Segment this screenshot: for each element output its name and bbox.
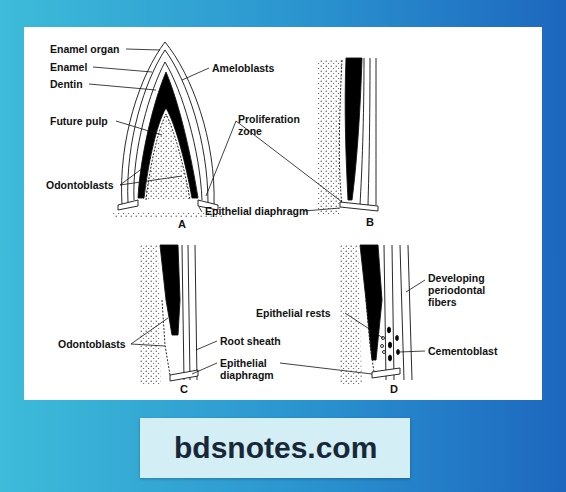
part-label: Odontoblasts [46, 179, 114, 191]
part-label: Dentin [50, 78, 83, 90]
part-label: Epithelial diaphragm [220, 357, 284, 381]
figure-c [140, 245, 198, 385]
figure-a [112, 42, 222, 218]
part-label: Developing periodontal fibers [428, 272, 510, 308]
part-label: Epithelial diaphragm [205, 205, 308, 217]
part-label: Enamel organ [50, 43, 119, 55]
watermark-text: bdsnotes.com [174, 431, 377, 465]
part-label: Proliferation zone [238, 113, 314, 137]
part-label: Epithelial rests [256, 307, 331, 319]
part-label: Odontoblasts [58, 338, 126, 350]
panel-letter: B [366, 216, 374, 228]
watermark-box: bdsnotes.com [140, 418, 410, 478]
part-label: Root sheath [220, 335, 281, 347]
part-label: Ameloblasts [212, 62, 274, 74]
part-label: Cementoblast [428, 345, 497, 357]
figure-b [318, 58, 378, 215]
white-panel [24, 27, 542, 400]
part-label: Enamel [50, 61, 87, 73]
panel-letter: A [178, 218, 186, 230]
figure-d [340, 245, 412, 385]
panel-letter: C [180, 383, 188, 395]
leader-lines [89, 49, 425, 374]
part-label: Future pulp [50, 115, 108, 127]
panel-letter: D [390, 383, 398, 395]
